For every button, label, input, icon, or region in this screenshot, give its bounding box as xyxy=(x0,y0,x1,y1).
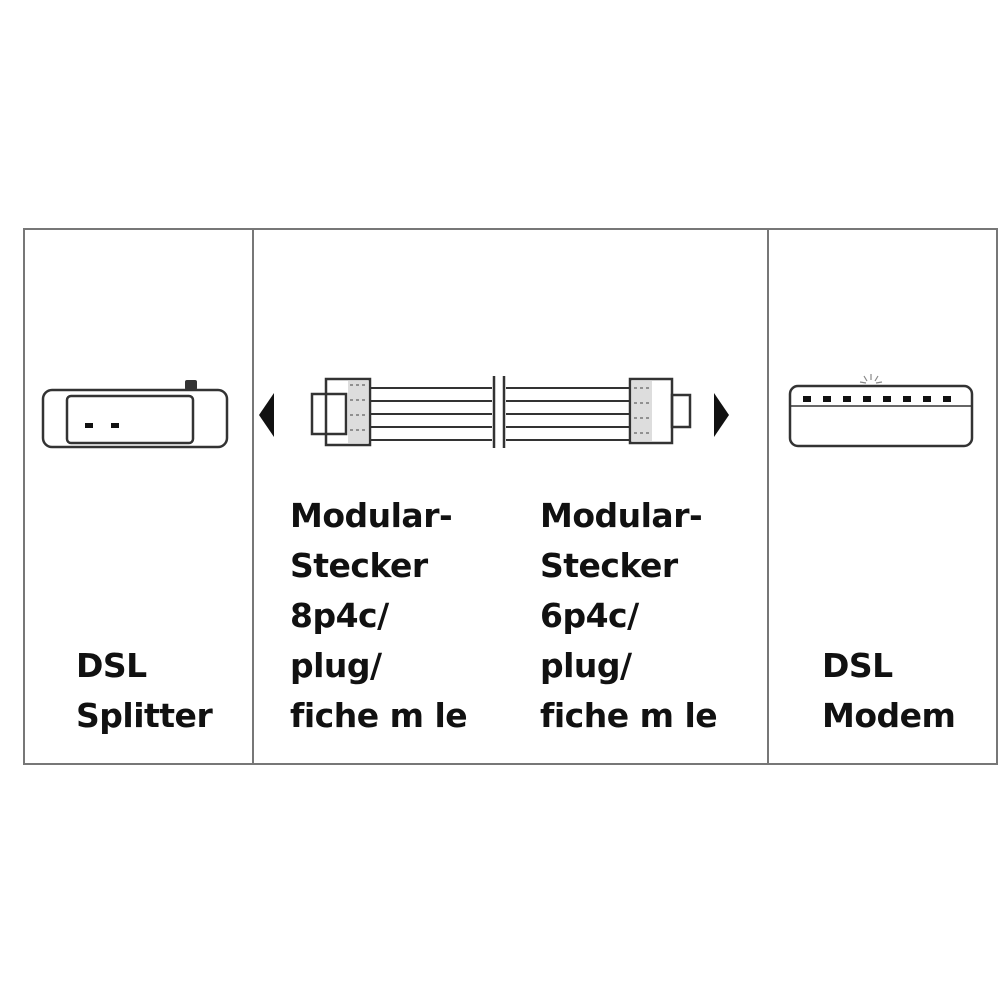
dsl-splitter-label-line1: DSL xyxy=(76,646,147,685)
connector-6p4c-line2: Stecker xyxy=(540,546,678,585)
dsl-modem-label: DSL Modem xyxy=(822,641,956,741)
connector-6p4c-label: Modular- Stecker 6p4c/ plug/ fiche m le xyxy=(540,491,718,741)
diagram-frame xyxy=(23,228,998,765)
connector-8p4c-label: Modular- Stecker 8p4c/ plug/ fiche m le xyxy=(290,491,468,741)
connector-6p4c-line4: plug/ xyxy=(540,646,632,685)
connector-6p4c-line5: fiche m le xyxy=(540,696,718,735)
dsl-splitter-label-line2: Splitter xyxy=(76,696,213,735)
connector-8p4c-line2: Stecker xyxy=(290,546,428,585)
connector-8p4c-line1: Modular- xyxy=(290,496,453,535)
panel-divider-right xyxy=(767,230,769,763)
panel-divider-left xyxy=(252,230,254,763)
dsl-modem-label-line1: DSL xyxy=(822,646,893,685)
connector-6p4c-line3: 6p4c/ xyxy=(540,596,639,635)
connector-8p4c-line3: 8p4c/ xyxy=(290,596,389,635)
connector-8p4c-line5: fiche m le xyxy=(290,696,468,735)
dsl-splitter-label: DSL Splitter xyxy=(76,641,213,741)
connector-8p4c-line4: plug/ xyxy=(290,646,382,685)
connector-6p4c-line1: Modular- xyxy=(540,496,703,535)
dsl-modem-label-line2: Modem xyxy=(822,696,956,735)
